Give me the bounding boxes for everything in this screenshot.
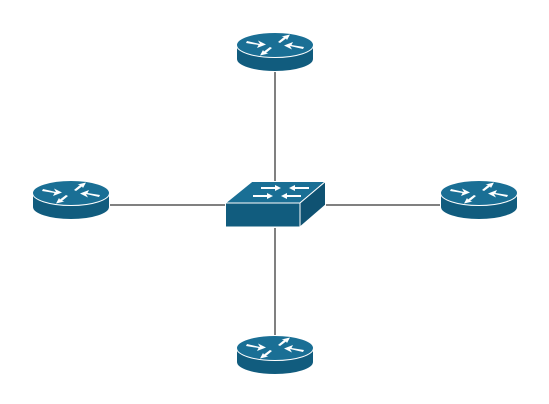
router-icon <box>236 32 314 72</box>
router-icon <box>32 180 110 220</box>
router-left[interactable] <box>32 180 110 220</box>
switch-center[interactable] <box>225 181 326 228</box>
switch-icon <box>225 181 326 228</box>
router-bottom[interactable] <box>236 335 314 375</box>
router-icon <box>440 180 518 220</box>
router-right[interactable] <box>440 180 518 220</box>
router-icon <box>236 335 314 375</box>
router-top[interactable] <box>236 32 314 72</box>
